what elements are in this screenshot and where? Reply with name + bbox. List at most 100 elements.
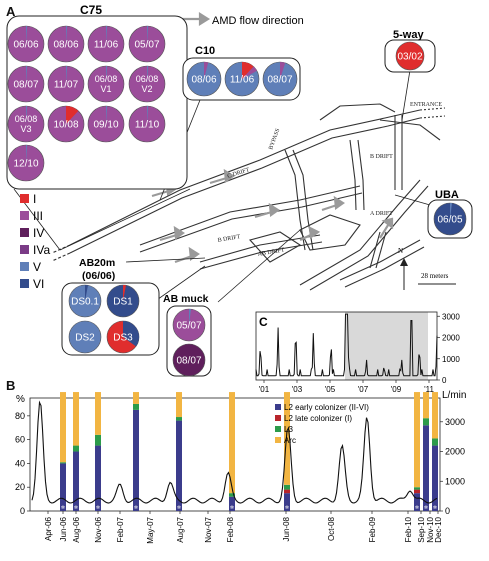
b-bar-4-seg-0 [176, 420, 182, 511]
five-way-pie-0-disc [395, 41, 425, 71]
map-label-bypass: BYPASS [268, 128, 281, 151]
c-xtick-2: '05 [325, 385, 336, 394]
ab-muck-title: AB muck [163, 293, 209, 305]
c-ytick-0: 0 [442, 376, 447, 385]
b-legend-label-3: Arc [284, 436, 296, 445]
ab-muck-pie-0: 05/07 [172, 308, 206, 342]
b-legend-label-1: L2 late colonizer (I) [284, 414, 352, 423]
c75-pie-9-slice [66, 106, 79, 124]
c-xtick-5: '11 [424, 385, 434, 394]
b-bar-0-seg-0 [60, 463, 66, 511]
legend-label-V: V [33, 260, 41, 274]
b-xtick-3: Nov-06 [94, 516, 103, 542]
chart-c-flow-line [255, 313, 438, 377]
flow-legend-text: AMD flow direction [212, 15, 304, 27]
ab20m-pie-3-slice [123, 321, 139, 347]
b-bar-1-seg-3 [73, 392, 79, 446]
b-xtick-0: Apr-06 [44, 516, 53, 541]
b-bar-0-seg-3 [60, 392, 66, 463]
map-label-a-drift: A DRIFT [370, 211, 393, 217]
c-ytick-3: 3000 [442, 312, 460, 321]
b-bar-8-seg-3 [423, 392, 429, 419]
c10-pie-2-slice [280, 62, 286, 79]
b-xtick-9: Jun-08 [282, 516, 291, 541]
c75-pie-12-label: 12/10 [13, 159, 38, 170]
b-bar-7-seg-2 [414, 487, 420, 490]
legend-swatch-I [20, 194, 29, 203]
ab20m-subtitle: (06/06) [82, 270, 115, 282]
ab-muck-pie-1-label: 08/07 [176, 356, 201, 367]
b-bar-6-seg-0 [284, 493, 290, 511]
legend-swatch-IV [20, 228, 29, 237]
map-label-c-drift: C DRIFT [227, 167, 251, 180]
map-label-b-drift-top: B DRIFT [370, 154, 393, 160]
c75-pie-1-label: 08/06 [53, 40, 78, 51]
c75-pie-0-slice [26, 26, 28, 44]
c75-pie-0-label: 06/06 [13, 40, 38, 51]
ab20m-title: AB20m [79, 257, 115, 269]
flow-arrows [151, 168, 394, 264]
c-xtick-0: '01 [259, 385, 270, 394]
b-bar-9-seg-2 [432, 438, 438, 446]
b-bar-star-8: ✲ [424, 505, 428, 511]
b-bar-8-seg-2 [423, 418, 429, 426]
uba-pie-0-label: 06/05 [437, 215, 462, 226]
flow-legend-arrow [182, 12, 211, 26]
chart-b-flow-line [31, 400, 438, 504]
b-bar-1-seg-0 [73, 451, 79, 511]
c75-pie-9-label: 10/08 [53, 120, 78, 131]
c75-pie-6-slice [106, 66, 108, 84]
c75-pie-3-slice [147, 26, 149, 44]
scale-label: 28 meters [421, 272, 449, 280]
c75-pie-10-slice [106, 106, 108, 124]
b-rtick-0: 0 [445, 506, 450, 516]
c75-pie-1-slice [66, 26, 68, 44]
b-bar-star-2: ✲ [96, 505, 100, 511]
c-xtick-4: '09 [391, 385, 402, 394]
b-bar-9-seg-3 [432, 392, 438, 439]
b-rtick-2: 2000 [445, 447, 465, 457]
c75-pie-0: 06/06 [7, 25, 45, 63]
b-bar-star-7: ✲ [415, 505, 419, 511]
b-xtick-1: Jun-06 [59, 516, 68, 541]
ab20m-pie-1-label: DS1 [113, 297, 133, 308]
ab20m-pie-2-disc [68, 320, 102, 354]
b-bar-star-9: ✲ [433, 505, 437, 511]
legend-label-VI: VI [33, 277, 44, 291]
c10-pie-0-slice [204, 62, 209, 79]
legend-swatch-III [20, 211, 29, 220]
b-xtick-7: Nov-07 [204, 516, 213, 542]
b-bar-2-seg-3 [95, 392, 101, 435]
panel-b-label: B [6, 378, 16, 393]
b-bar-3-seg-3 [133, 392, 139, 404]
uba-pies: 06/05 [433, 202, 467, 236]
b-bar-star-3: ✲ [134, 505, 138, 511]
b-bar-4-seg-3 [176, 392, 182, 418]
b-bar-2-seg-2 [95, 434, 101, 446]
five-way-pie-0-label: 03/02 [397, 52, 422, 63]
uba-pie-0-slice [450, 203, 453, 219]
chart-b-legend: L2 early colonizer (II-VI)L2 late coloni… [275, 403, 369, 445]
b-xtick-5: May-07 [146, 516, 155, 543]
c75-pie-10-label: 09/10 [93, 120, 118, 131]
b-ltick-3: 60 [15, 435, 25, 445]
b-bar-7-seg-0 [414, 493, 420, 511]
ab-muck-pie-0-slice [189, 309, 192, 325]
b-ltick-1: 20 [15, 482, 25, 492]
five-way-pie-0: 03/02 [395, 41, 425, 71]
b-bar-6-seg-2 [284, 484, 290, 490]
b-bar-5-seg-0 [229, 496, 235, 511]
b-bar-2-seg-0 [95, 445, 101, 511]
legend-label-III: III [33, 209, 43, 223]
c-ytick-1: 1000 [442, 355, 460, 364]
b-xtick-15: Dec-10 [434, 516, 443, 542]
b-bar-3-seg-2 [133, 403, 139, 410]
panel-c-label: C [259, 315, 268, 329]
